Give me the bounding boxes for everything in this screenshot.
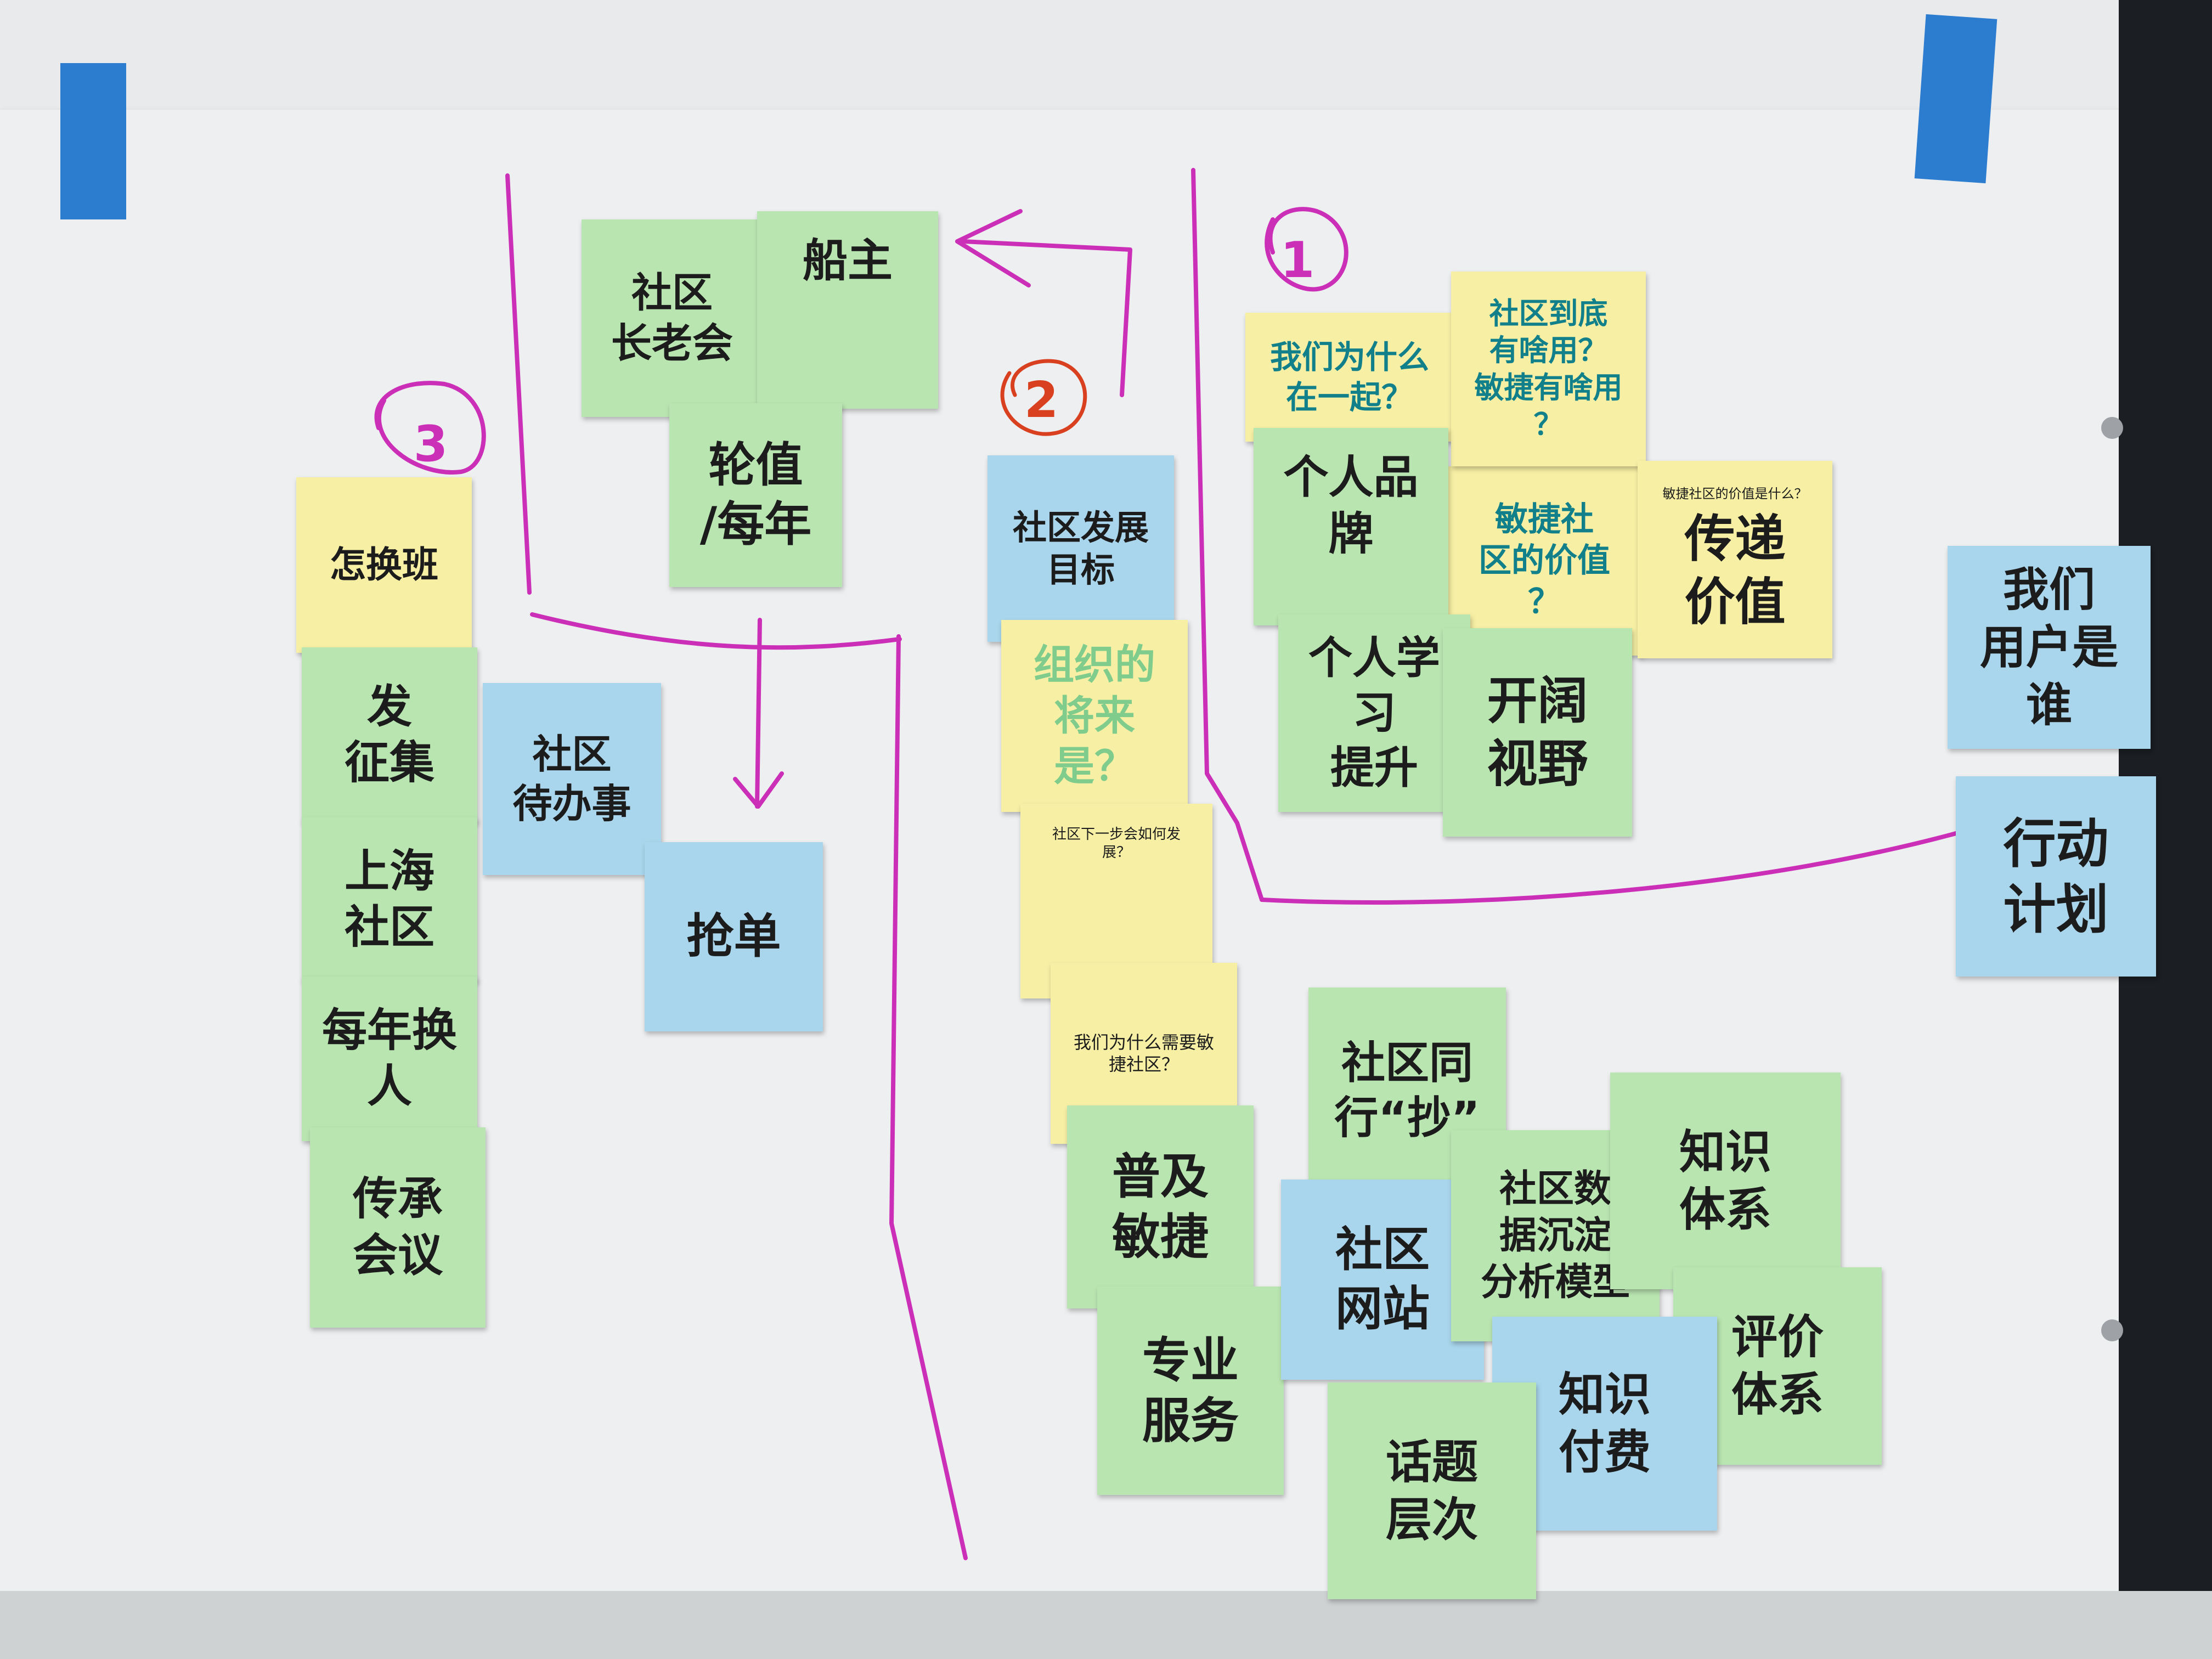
sticky-note-fa-zhengji: 发 征集: [302, 647, 477, 823]
sticky-note-qiangdan: 抢单: [645, 842, 823, 1031]
sticky-note-shequ-wangzhan: 社区 网站: [1281, 1180, 1484, 1380]
note-text: 社区下一步会如何发展？: [1052, 826, 1181, 861]
sticky-note-geren-xuexi: 个人学习 提升: [1278, 614, 1470, 812]
note-text: 轮值 /每年: [699, 438, 812, 552]
note-text: 知识 付费: [1558, 1368, 1651, 1479]
sticky-note-jiazhi-question: 敏捷社 区的价值 ？: [1446, 466, 1643, 656]
sticky-note-daodi-youshayong: 社区到底 有啥用？ 敏捷有啥用 ？: [1451, 272, 1646, 466]
sticky-note-daibanshi: 社区 待办事: [483, 683, 661, 875]
blue-tape-left: [60, 63, 126, 219]
sticky-note-fazhan-mubiao: 社区发展 目标: [988, 455, 1174, 642]
note-text: 传递 价值: [1684, 510, 1786, 631]
sticky-note-zhishi-tixi: 知识 体系: [1610, 1073, 1841, 1289]
note-text: 社区同 行“抄”: [1334, 1037, 1480, 1143]
punch-hole-top: [2101, 417, 2123, 439]
note-text: 组织的 将来是？: [1034, 641, 1155, 791]
note-text: 我们为什么需要敏捷社区？: [1073, 1032, 1214, 1075]
punch-hole-bottom: [2101, 1319, 2123, 1341]
blue-tape-right: [1914, 14, 1997, 184]
sticky-note-shanghai-shequ: 上海 社区: [302, 817, 477, 982]
sticky-note-weishenme-zaiyiqi: 我们为什么 在一起？: [1245, 313, 1454, 442]
sticky-note-xingdong-jihua: 行动 计划: [1956, 776, 2156, 977]
note-text: 发 征集: [344, 680, 435, 789]
sticky-note-chuancheng-huiyi: 传承 会议: [310, 1127, 486, 1328]
note-text: 评价 体系: [1731, 1310, 1824, 1421]
note-text: 知识 体系: [1679, 1125, 1771, 1237]
sticky-note-yonghu-shishui: 我们 用户是谁: [1948, 546, 2151, 749]
note-text: 开阔 视野: [1487, 672, 1588, 793]
note-text: 社区发展 目标: [1012, 507, 1149, 590]
sticky-note-puji-minjie: 普及 敏捷: [1067, 1105, 1254, 1308]
sticky-note-zhuanye-fuwu: 专业 服务: [1097, 1286, 1284, 1495]
note-text: 个人品牌: [1283, 452, 1419, 560]
note-text: 我们为什么 在一起？: [1269, 338, 1429, 416]
sticky-note-kaikuo-shiye: 开阔 视野: [1443, 628, 1632, 837]
sticky-note-geren-pinpai: 个人品牌: [1254, 428, 1448, 625]
note-text: 抢单: [686, 909, 781, 964]
note-text: 普及 敏捷: [1111, 1148, 1209, 1265]
sticky-note-zenhuanban: 怎换班: [296, 477, 472, 653]
sticky-note-chuandi-jiazhi: 敏捷社区的价值是什么？ 传递 价值: [1638, 461, 1832, 658]
sticky-note-lunzhi: 轮值 /每年: [669, 403, 842, 587]
sticky-note-changlaohui: 社区 长老会: [582, 219, 763, 417]
note-text: 传承 会议: [352, 1173, 443, 1282]
note-text: 敏捷社 区的价值 ？: [1479, 500, 1610, 621]
note-text: 社区 网站: [1335, 1222, 1430, 1336]
note-text: 怎换班: [330, 543, 438, 586]
note-text: 专业 服务: [1142, 1332, 1239, 1449]
note-text: 每年换 人: [321, 1004, 457, 1113]
note-text-small: 敏捷社区的价值是什么？: [1662, 486, 1808, 501]
note-text: 船主: [802, 235, 893, 287]
sticky-note-chuanzhu: 船主: [757, 211, 938, 409]
note-text: 行动 计划: [2003, 812, 2109, 940]
floor-strip: [0, 1591, 2212, 1659]
note-text: 话题 层次: [1385, 1435, 1478, 1547]
sticky-note-zuzhi-jianglai: 组织的 将来是？: [1001, 620, 1188, 812]
note-text: 社区数 据沉淀 分析模型: [1480, 1167, 1630, 1304]
note-text: 我们 用户是谁: [1979, 562, 2118, 732]
note-text: 社区 长老会: [611, 269, 733, 368]
note-text: 社区 待办事: [512, 731, 631, 827]
sticky-note-huati-cengci: 话题 层次: [1328, 1383, 1536, 1599]
sticky-note-meinian-huanren: 每年换 人: [302, 977, 477, 1141]
note-text: 个人学习 提升: [1308, 633, 1440, 793]
note-text: 上海 社区: [344, 845, 435, 954]
note-text: 社区到底 有啥用？ 敏捷有啥用 ？: [1474, 296, 1623, 442]
